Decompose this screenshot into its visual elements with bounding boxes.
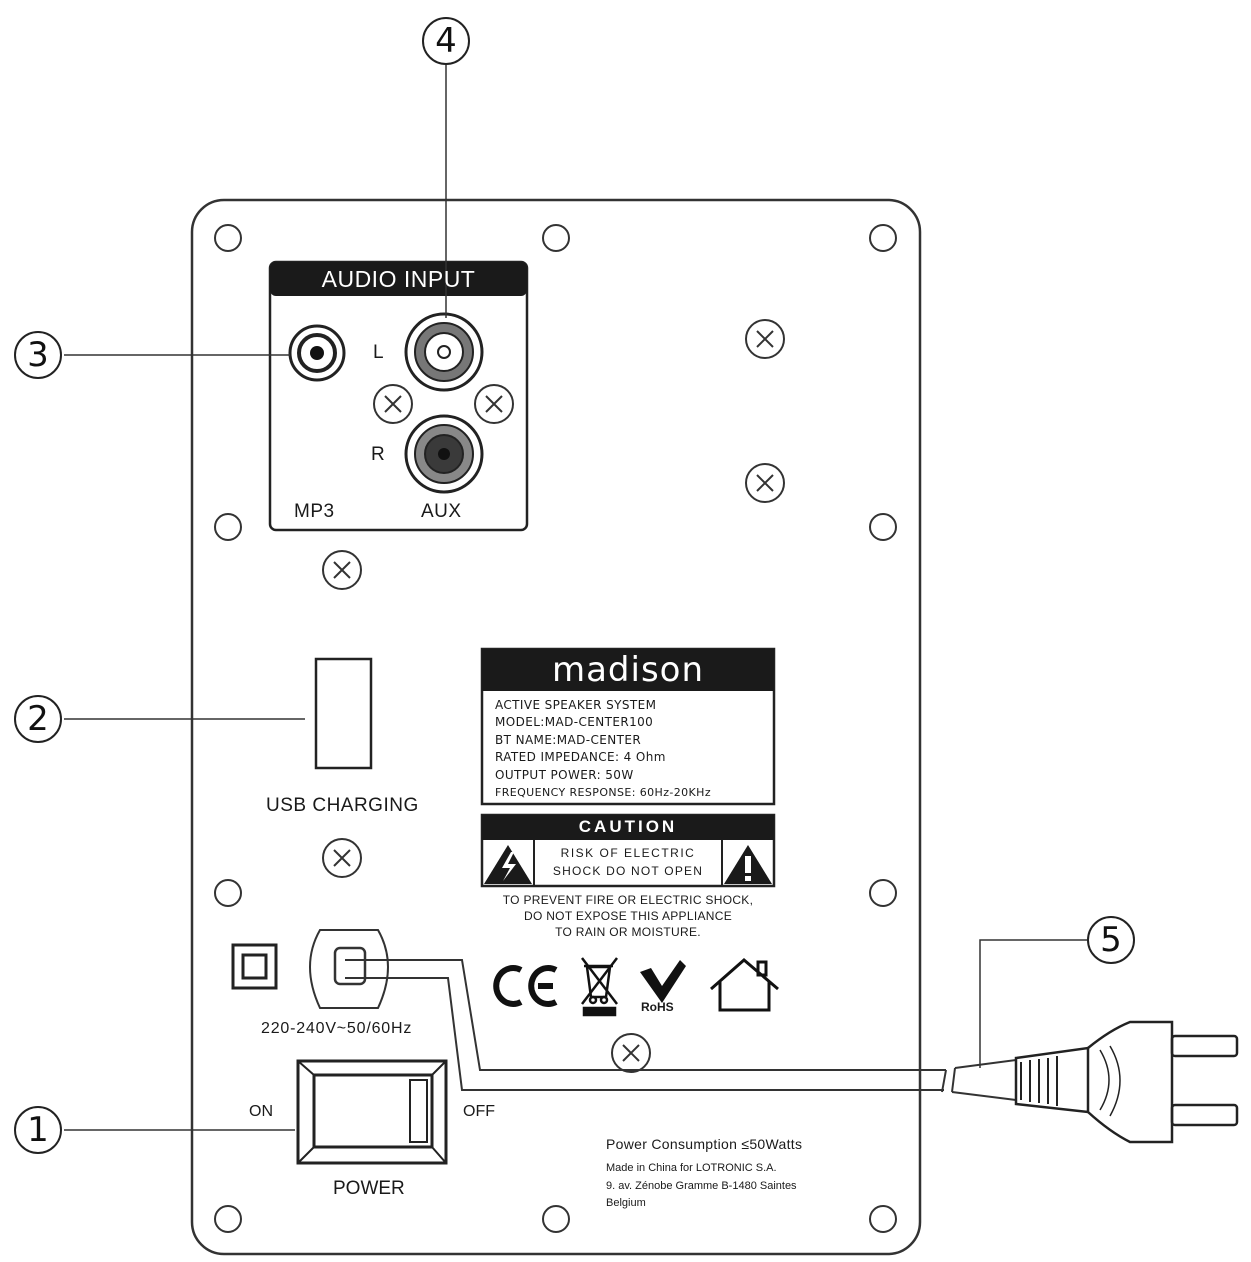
callout-number: 4 — [435, 21, 457, 61]
warning-text: DO NOT EXPOSE THIS APPLIANCE — [523, 909, 733, 923]
switch-off-label: OFF — [463, 1103, 495, 1120]
callout-2: 2 — [14, 695, 62, 743]
power-plug-icon — [1014, 1020, 1239, 1144]
rca-jack-icon — [404, 312, 484, 392]
right-channel-label: R — [371, 444, 386, 465]
spec-line: BT NAME:MAD-CENTER — [495, 733, 642, 747]
country-text: Belgium — [606, 1197, 646, 1209]
spec-line: MODEL:MAD-CENTER100 — [495, 715, 654, 729]
brand-logo: madison — [551, 650, 705, 690]
made-in-text: Made in China for LOTRONIC S.A. — [606, 1162, 777, 1174]
audio-input-box — [268, 260, 529, 532]
exclamation-warning-icon — [724, 845, 772, 884]
rohs-mark-icon — [640, 960, 686, 1003]
callout-number: 2 — [27, 699, 49, 739]
callout-number: 5 — [1100, 920, 1122, 960]
address-text: 9. av. Zénobe Gramme B-1480 Saintes — [606, 1180, 797, 1192]
callout-leader-lines — [64, 64, 1087, 1131]
callout-number: 3 — [27, 335, 49, 375]
lightning-warning-icon — [484, 845, 532, 884]
aux-label: AUX — [421, 501, 462, 522]
callout-number: 1 — [27, 1110, 49, 1150]
mp3-label: MP3 — [294, 501, 335, 522]
usb-port-icon — [314, 657, 373, 770]
caution-line: RISK OF ELECTRIC — [560, 846, 696, 860]
callout-4: 4 — [422, 17, 470, 65]
screw-icon — [322, 319, 785, 1073]
rating-label-header — [482, 649, 774, 691]
ce-mark-icon — [493, 965, 558, 1007]
rear-panel-outline — [190, 198, 922, 1256]
rca-jack-icon — [288, 324, 346, 382]
power-cord — [345, 959, 946, 1071]
callout-5: 5 — [1087, 916, 1135, 964]
rohs-text: RoHS — [641, 1000, 674, 1014]
usb-charging-label: USB CHARGING — [266, 795, 419, 816]
spec-line: OUTPUT POWER: 50W — [495, 768, 634, 782]
rca-jack-icon — [404, 414, 484, 494]
caution-title: CAUTION — [578, 817, 678, 836]
switch-on-label: ON — [249, 1103, 273, 1120]
power-switch-label: POWER — [333, 1178, 405, 1199]
left-channel-label: L — [373, 342, 385, 363]
voltage-rating: 220-240V~50/60Hz — [261, 1020, 413, 1037]
warning-text: TO RAIN OR MOISTURE. — [555, 925, 701, 939]
weee-bin-icon — [581, 957, 618, 1017]
spec-line: RATED IMPEDANCE: 4 Ohm — [495, 750, 666, 764]
spec-line: FREQUENCY RESPONSE: 60Hz-20KHz — [495, 786, 712, 799]
power-consumption: Power Consumption ≤50Watts — [606, 1136, 803, 1152]
power-inlet-outline — [309, 929, 389, 1009]
spec-line: ACTIVE SPEAKER SYSTEM — [495, 698, 657, 712]
callout-1: 1 — [14, 1106, 62, 1154]
power-switch-icon — [296, 1059, 448, 1165]
callout-3: 3 — [14, 331, 62, 379]
caution-line: SHOCK DO NOT OPEN — [552, 864, 704, 878]
double-insulation-icon — [231, 943, 278, 990]
warning-text: TO PREVENT FIRE OR ELECTRIC SHOCK, — [502, 893, 754, 907]
audio-input-title: AUDIO INPUT — [321, 266, 476, 292]
screw-hole-icon — [214, 224, 897, 1233]
indoor-use-icon — [710, 958, 779, 1012]
caution-header — [482, 815, 774, 840]
audio-input-header-bar — [270, 262, 527, 296]
